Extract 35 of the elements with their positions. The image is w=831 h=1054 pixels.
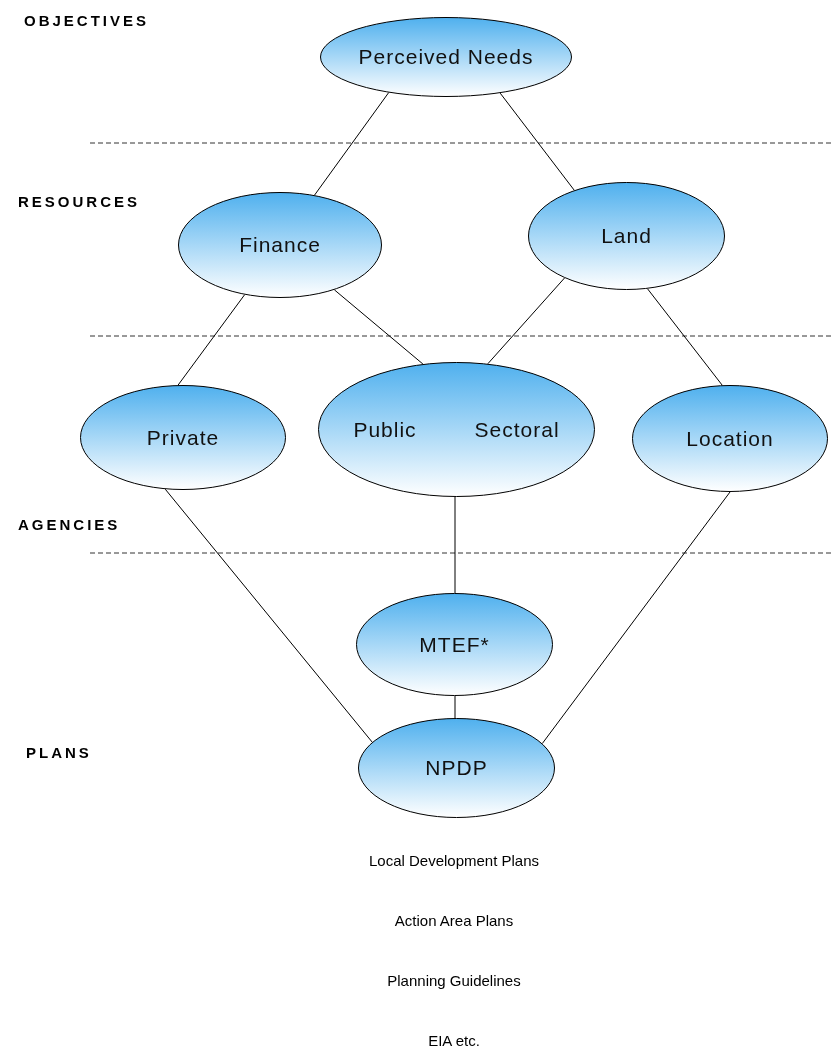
level-heading: OBJECTIVES [24, 12, 150, 29]
connector-line [647, 288, 723, 386]
node-label: Sectoral [474, 417, 560, 442]
connector-line [454, 695, 456, 719]
connector-line [487, 277, 566, 365]
plan-label: Planning Guidelines [387, 972, 521, 989]
level-heading: RESOURCES [18, 193, 141, 210]
plan-label: Local Development Plans [368, 852, 540, 869]
node-label: Public [353, 417, 417, 442]
connector-line [454, 496, 456, 594]
plan-label: EIA etc. [428, 1032, 480, 1049]
ellipse-node [80, 385, 286, 490]
ellipse-node [178, 192, 382, 298]
connector-line [541, 491, 731, 744]
node-label: MTEF* [419, 632, 490, 657]
connector-line [164, 488, 373, 743]
level-heading: AGENCIES [18, 516, 121, 533]
ellipse-node [320, 17, 572, 97]
ellipse-node [528, 182, 725, 290]
plan-label: Action Area Plans [394, 912, 514, 929]
connector-line [499, 92, 575, 191]
ellipse-node [356, 593, 553, 696]
ellipse-node [632, 385, 828, 492]
ellipse-node [358, 718, 555, 818]
node-label: Location [686, 426, 774, 451]
node-label: Perceived Needs [358, 45, 534, 69]
ellipse-node [318, 362, 595, 497]
connector-line [333, 289, 424, 365]
node-label: NPDP [425, 756, 488, 780]
connector-line [177, 294, 246, 386]
level-heading: PLANS [26, 744, 92, 761]
node-label: Private [146, 425, 220, 450]
node-label: Land [601, 224, 652, 248]
node-label: Finance [239, 233, 321, 257]
connector-line [314, 92, 390, 196]
